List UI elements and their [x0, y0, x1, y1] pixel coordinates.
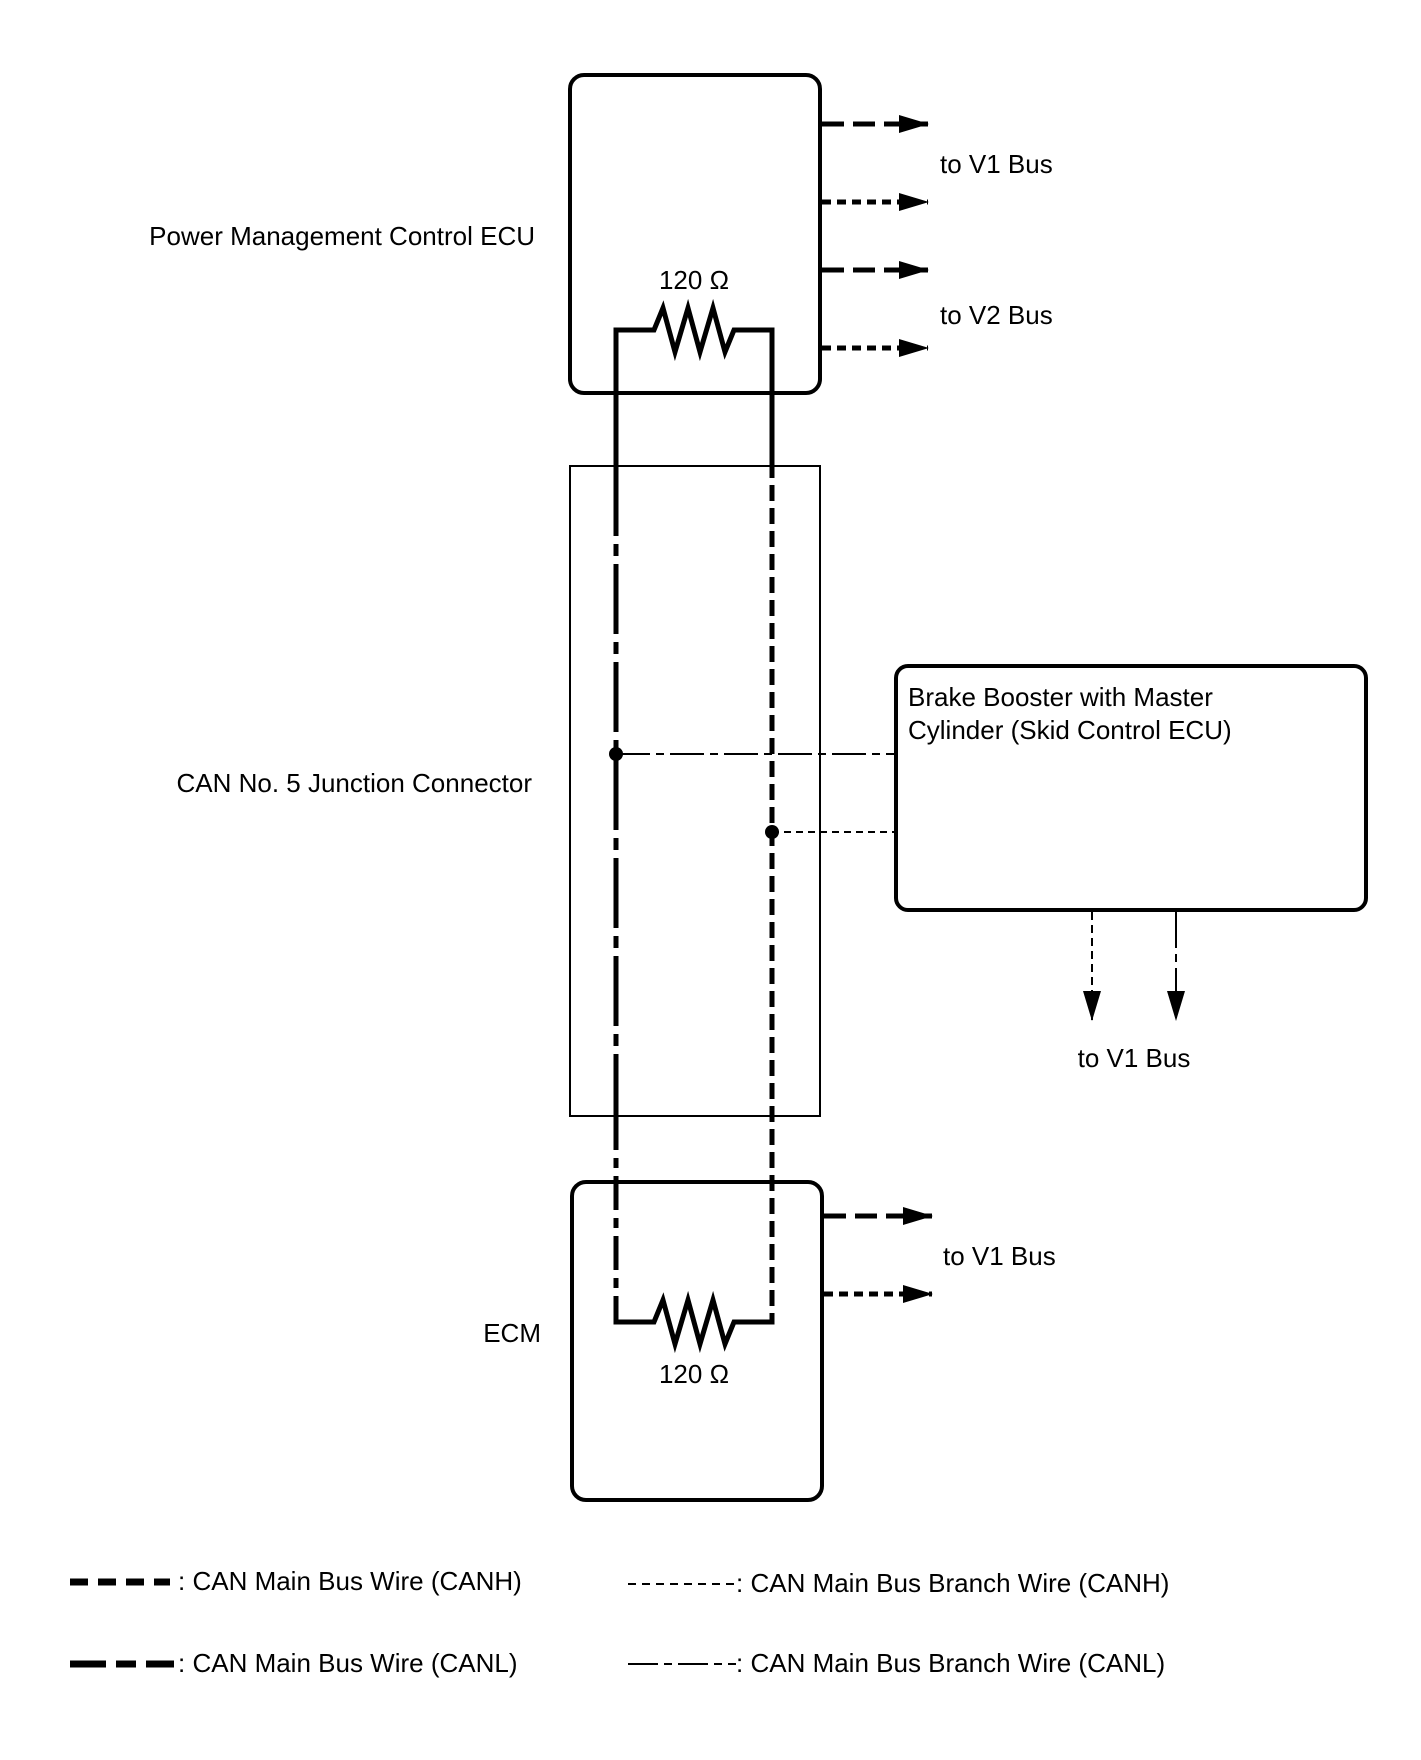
power-ecu-resistor	[613, 298, 775, 462]
ecm-v1-label: to V1 Bus	[943, 1241, 1056, 1271]
brake-booster-box	[894, 664, 1368, 912]
ecm-box	[570, 1180, 824, 1502]
brake-booster-label-line1: Brake Booster with Master	[908, 682, 1213, 712]
legend-branch-canl-text: : CAN Main Bus Branch Wire (CANL)	[736, 1648, 1165, 1678]
ecm-label: ECM	[483, 1318, 541, 1348]
legend-main-canl-text: : CAN Main Bus Wire (CANL)	[178, 1648, 518, 1678]
junction-connector-label: CAN No. 5 Junction Connector	[176, 768, 532, 798]
legend: : CAN Main Bus Wire (CANH) : CAN Main Bu…	[70, 1566, 1169, 1678]
junction-connector-box	[569, 465, 821, 1117]
ecm-resistor	[613, 1290, 775, 1354]
power-v1-label: to V1 Bus	[940, 149, 1053, 179]
ecm-resistor-value: 120 Ω	[659, 1359, 729, 1389]
power-v2-label: to V2 Bus	[940, 300, 1053, 330]
brake-v1-label: to V1 Bus	[1078, 1043, 1191, 1073]
legend-branch-canh-text: : CAN Main Bus Branch Wire (CANH)	[736, 1568, 1169, 1598]
legend-main-canh-text: : CAN Main Bus Wire (CANH)	[178, 1566, 522, 1596]
power-ecu-label: Power Management Control ECU	[149, 221, 535, 251]
power-ecu-resistor-value: 120 Ω	[659, 265, 729, 295]
power-ecu-box	[568, 73, 822, 395]
brake-booster-label-line2: Cylinder (Skid Control ECU)	[908, 715, 1232, 745]
